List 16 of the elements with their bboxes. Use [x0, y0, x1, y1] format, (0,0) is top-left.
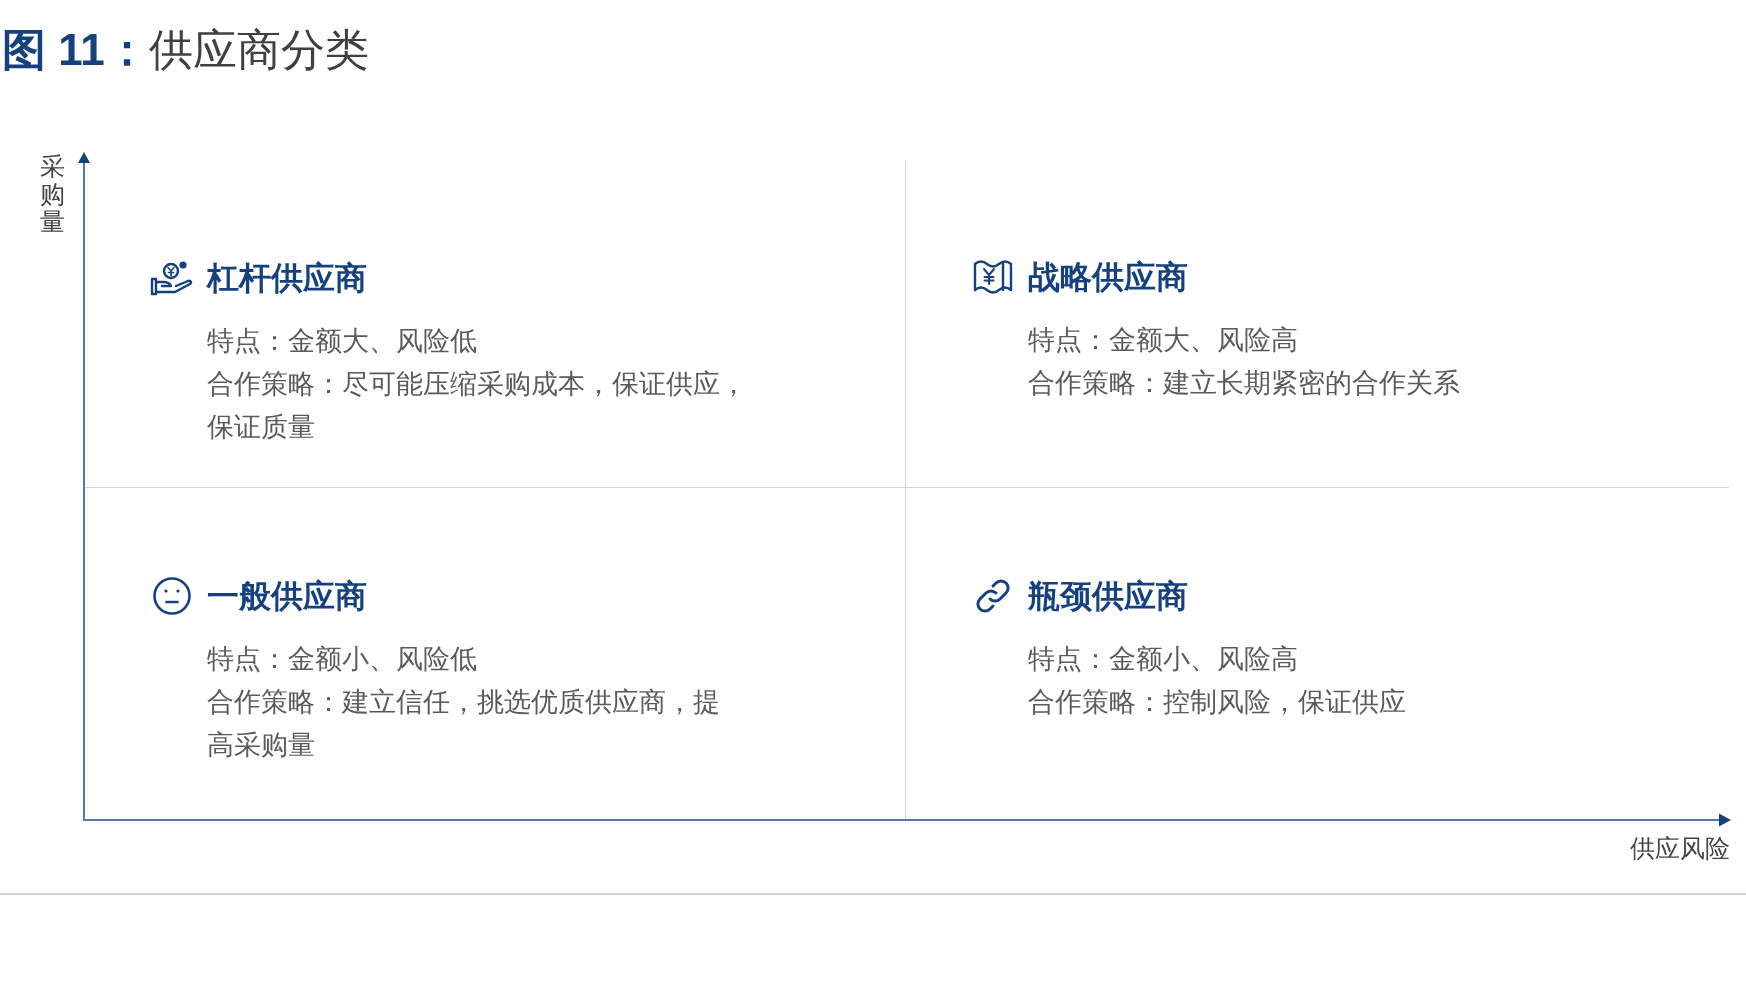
- quadrant-text: 合作策略：尽可能压缩采购成本，保证供应，保证质量: [207, 368, 748, 444]
- quadrant-heading: 一般供应商: [207, 577, 367, 616]
- quadrant-panel: [85, 161, 906, 488]
- quadrant-text: 特点：金额大、风险高: [1028, 324, 1299, 357]
- quadrant-heading: 杠杆供应商: [207, 259, 367, 298]
- quadrant-heading: 战略供应商: [1028, 258, 1188, 297]
- quadrant-text: 特点：金额小、风险高: [1028, 643, 1299, 676]
- figure-title: 图 11：供应商分类: [2, 24, 369, 76]
- quadrant-text: 合作策略：建立长期紧密的合作关系: [1028, 367, 1461, 400]
- axis-label: 采购量: [40, 153, 65, 236]
- quadrant-heading: 瓶颈供应商: [1028, 577, 1188, 616]
- quadrant-text: 合作策略：建立信任，挑选优质供应商，提高采购量: [207, 686, 721, 762]
- quadrant-text: 合作策略：控制风险，保证供应: [1028, 686, 1407, 719]
- axis-label: 供应风险: [1630, 833, 1730, 864]
- quadrant-text: 特点：金额小、风险低: [207, 643, 478, 676]
- quadrant-text: 特点：金额大、风险低: [207, 325, 478, 358]
